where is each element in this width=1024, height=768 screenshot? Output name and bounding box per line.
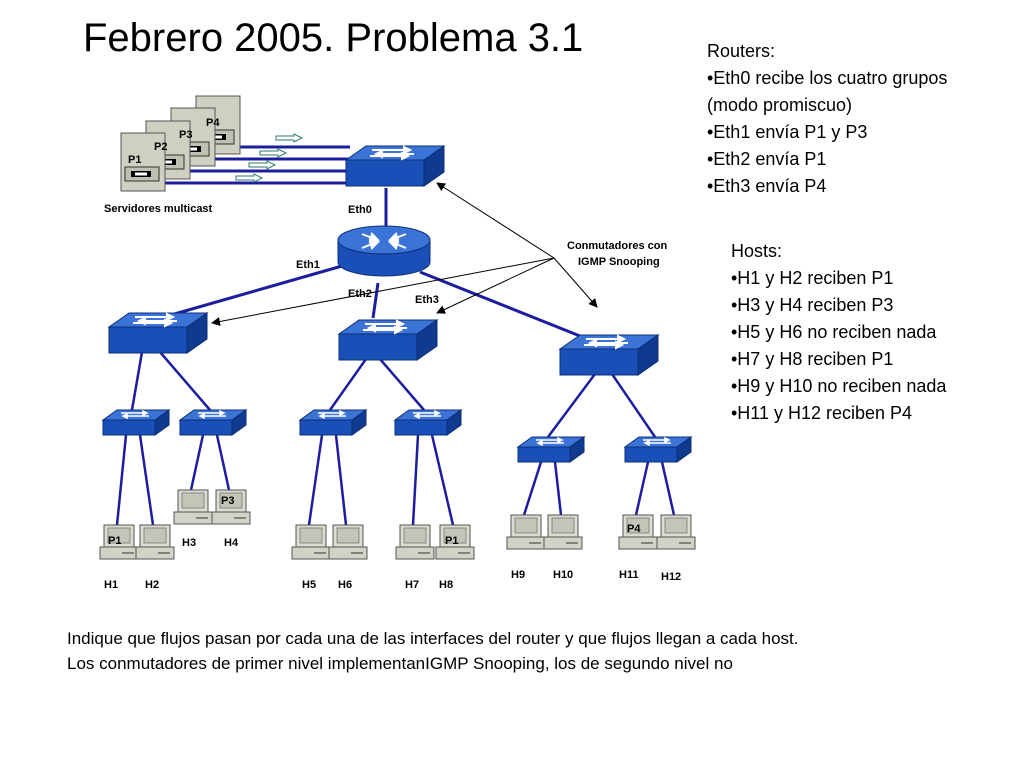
- host-label-h4: H4: [224, 537, 239, 549]
- host-label-h3: H3: [182, 537, 196, 549]
- host-h8-group-tag: P1: [445, 535, 458, 547]
- slide-title: Febrero 2005. Problema 3.1: [83, 16, 584, 60]
- eth1-label: Eth1: [296, 259, 320, 271]
- host-label-h10: H10: [553, 569, 573, 581]
- server-links: [155, 145, 350, 185]
- servers-caption: Servidores multicast: [104, 203, 213, 215]
- hosts-item: •H5 y H6 no reciben nada: [731, 322, 937, 342]
- question-text: Indique que flujos pasan por cada una de…: [67, 626, 799, 676]
- snooping-note-line1: Conmutadores con: [567, 240, 668, 252]
- eth0-label: Eth0: [348, 204, 372, 216]
- switch-l2-b: [179, 409, 247, 436]
- routers-panel: Routers: •Eth0 recibe los cuatro grupos …: [707, 38, 947, 200]
- host-h7: [395, 524, 435, 560]
- host-label-h7: H7: [405, 579, 419, 591]
- host-h10: [543, 514, 583, 550]
- eth2-label: Eth2: [348, 288, 372, 300]
- routers-item: •Eth1 envía P1 y P3: [707, 122, 868, 142]
- hosts-heading: Hosts:: [731, 241, 783, 261]
- host-h6: [328, 524, 368, 560]
- snooping-note-line2: IGMP Snooping: [578, 256, 660, 268]
- routers-item: (modo promiscuo): [707, 95, 853, 115]
- eth3-label: Eth3: [415, 294, 439, 306]
- host-h12: [656, 514, 696, 550]
- host-h5: [291, 524, 331, 560]
- switch-l2-e: [517, 436, 585, 463]
- hosts-panel: Hosts: •H1 y H2 reciben P1 •H3 y H4 reci…: [731, 238, 946, 427]
- host-label-h2: H2: [145, 579, 159, 591]
- host-h2: [135, 524, 175, 560]
- routers-heading: Routers:: [707, 41, 776, 61]
- host-h4-group-tag: P3: [221, 495, 234, 507]
- switch-l1-right: [559, 334, 659, 376]
- question-line-1: Indique que flujos pasan por cada una de…: [67, 629, 799, 648]
- server-label-p1: P1: [128, 154, 141, 166]
- routers-item: •Eth3 envía P4: [707, 176, 827, 196]
- host-h9: [506, 514, 546, 550]
- host-label-h6: H6: [338, 579, 352, 591]
- host-label-h1: H1: [104, 579, 118, 591]
- routers-item: •Eth2 envía P1: [707, 149, 827, 169]
- host-label-h9: H9: [511, 569, 525, 581]
- host-h1-group-tag: P1: [108, 535, 121, 547]
- host-label-h12: H12: [661, 571, 681, 583]
- switch-l2-f: [624, 436, 692, 463]
- question-line-2: Los conmutadores de primer nivel impleme…: [67, 654, 733, 673]
- server-label-p4: P4: [206, 117, 220, 129]
- server-label-p3: P3: [179, 129, 192, 141]
- hosts-item: •H9 y H10 no reciben nada: [731, 376, 947, 396]
- router: [337, 225, 431, 277]
- hosts-item: •H3 y H4 reciben P3: [731, 295, 894, 315]
- host-h11-group-tag: P4: [627, 523, 641, 535]
- hosts-item: •H11 y H12 reciben P4: [731, 403, 913, 423]
- host-h3: [173, 489, 213, 525]
- switch-top: [345, 145, 445, 187]
- switch-l2-c: [299, 409, 367, 436]
- hosts-item: •H1 y H2 reciben P1: [731, 268, 894, 288]
- host-label-h11: H11: [619, 569, 639, 581]
- switch-l2-d: [394, 409, 462, 436]
- routers-item: •Eth0 recibe los cuatro grupos: [707, 68, 948, 88]
- hosts-item: •H7 y H8 reciben P1: [731, 349, 894, 369]
- switch-l2-a: [102, 409, 170, 436]
- switch-l1-left: [108, 312, 208, 354]
- host-label-h5: H5: [302, 579, 316, 591]
- host-label-h8: H8: [439, 579, 453, 591]
- server-label-p2: P2: [154, 141, 167, 153]
- switch-l1-middle: [338, 319, 438, 361]
- snooping-pointers: [211, 182, 598, 326]
